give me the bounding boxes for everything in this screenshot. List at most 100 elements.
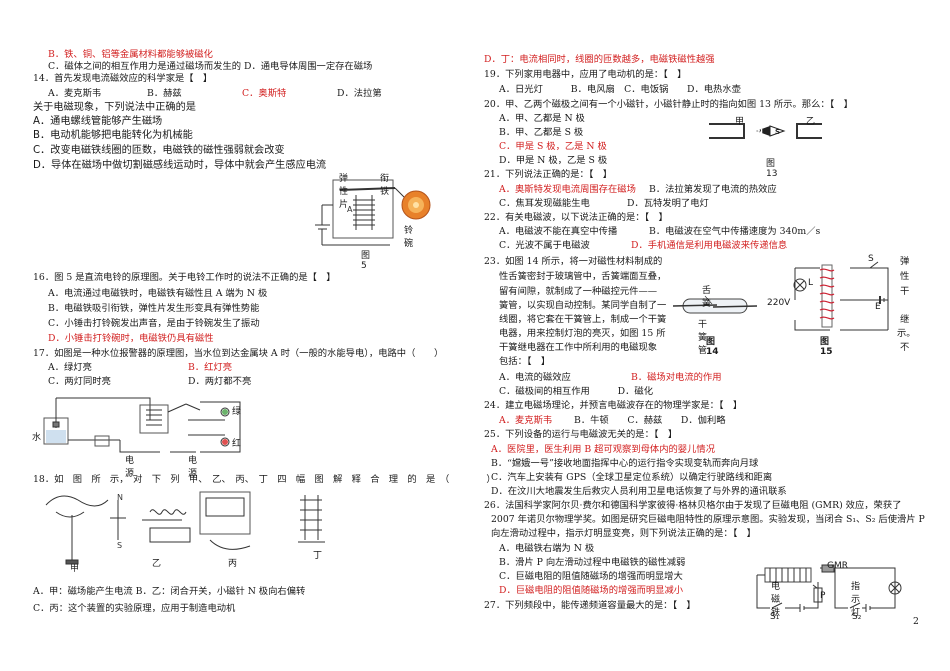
q20-option-c: C．甲是 S 极，乙是 N 极 [499, 141, 607, 152]
fig13-yi-label: 乙 [806, 117, 816, 127]
fig18-yi-label: 乙 [152, 559, 162, 569]
q18-option-ab: A．甲：磁场能产生电流 B．乙：闭合开关，小磁针 N 极向右偏转 [33, 586, 306, 597]
q14-option-c: C．奥斯特 [242, 88, 287, 99]
q15-option-b: B．电动机能够把电能转化为机械能 [33, 130, 193, 141]
q18-option-c: C．丙：这个装置的实验原理，应用于制造电动机 [33, 603, 236, 614]
fig14-tube-label: 干簧管 [698, 320, 708, 356]
q23-side3: 干 [900, 286, 910, 297]
q17-stem: 17．如图是一种水位报警器的原理图，当水位到达金属块 A 时（一般的水能导电），… [33, 348, 444, 359]
q15-option-c: C．改变电磁铁线圈的匝数，电磁铁的磁性强弱就会改变 [33, 145, 285, 156]
q21-option-a: A．奥斯特发现电流周围存在磁场 [499, 184, 636, 195]
fig26-slider-label: P [820, 591, 826, 601]
q26-option-d: D．巨磁电阻的阻值随磁场的增强而明显减小 [499, 585, 684, 596]
svg-text:N: N [757, 128, 763, 136]
q23-option-a: A．电流的磁效应 [499, 372, 571, 383]
fig15-voltage-label: 220V [767, 298, 791, 308]
q23-line4: 簧管，以实现自动控制。某同学自制了一 [499, 300, 667, 311]
q19-stem: 19．下列家用电器中，应用了电动机的是：【 】 [484, 69, 687, 80]
q17-option-b: B．红灯亮 [188, 362, 233, 373]
q22-stem: 22．有关电磁波，以下说法正确的是：【 】 [484, 212, 668, 223]
fig5-spring-label: 弹性片 [339, 174, 349, 210]
fig14-reed-label: 舌簧 [702, 286, 712, 309]
q23-side5: 示。 [897, 328, 916, 339]
q23-option-b: B．磁场对电流的作用 [631, 372, 722, 383]
q26-option-a: A．电磁铁右端为 N 极 [499, 543, 595, 554]
fig15-caption: 图 15 [820, 337, 833, 357]
q18-option-d: D．丁：电流相同时，线圈的匝数越多，电磁铁磁性越强 [484, 54, 715, 65]
q26-line2: 2007 年诺贝尔物理学奖。如图是研究巨磁电阻特性的原理示意图。实验发现，当闭合… [491, 514, 925, 525]
svg-text:S: S [117, 541, 122, 550]
q23-line7: 干簧继电器在工作中所利用的电磁现象 [499, 342, 658, 353]
fig5-iron-label: 衔铁 [380, 174, 390, 197]
fig17-red-label: 红 [232, 439, 242, 449]
fig15-battery-label: E [875, 302, 881, 312]
q26-option-b: B．滑片 P 向左滑动过程中电磁铁的磁性减弱 [499, 557, 686, 568]
q23-line1: 23．如图 14 所示，将一对磁性材料制成的 [484, 256, 663, 267]
q24-option-bcd: B．牛顿 C．赫兹 D．伽利略 [574, 415, 726, 426]
q16-stem: 16．图 5 是直流电铃的原理图。关于电铃工作时的说法不正确的是【 】 [33, 272, 336, 283]
q26-line3: 向左滑动过程中，指示灯明显变亮，则下列说法正确的是：【 】 [491, 528, 756, 539]
fig14-caption: 图 14 [706, 337, 719, 357]
page-number: 2 [913, 616, 919, 627]
q22-option-a: A．电磁波不能在真空中传播 [499, 226, 618, 237]
q22-option-d: D．手机通信是利用电磁波来传递信息 [631, 240, 788, 251]
q23-side1: 弹 [900, 256, 910, 267]
fig17-source1-label: 电源 [125, 456, 135, 479]
q21-option-cd: C．焦耳发现磁能生电 D．瓦特发明了电灯 [499, 198, 709, 209]
q23-line6: 电器，用来控制灯泡的亮灭，如图 15 所 [499, 328, 666, 339]
fig15-switch-label: S [868, 254, 874, 264]
fig15-lamp-label: L [808, 278, 814, 288]
q20-option-a: A．甲、乙都是 N 极 [499, 113, 585, 124]
q25-option-d: D．在汶川大地震发生后救灾人员利用卫星电话恢复了与外界的通讯联系 [491, 486, 787, 497]
fig13-jia-label: 甲 [735, 117, 745, 127]
q18-stem: 18．如 图 所 示， 对 下 列 甲、 乙、 丙、 丁 四 幅 图 解 释 合… [33, 474, 496, 485]
q19-options: A．日光灯 B．电风扇 C．电饭锅 D．电热水壶 [499, 84, 741, 95]
svg-text:A: A [347, 205, 353, 214]
q23-side2: 性 [900, 271, 910, 282]
fig26-magnet-label: 电磁铁 [771, 582, 781, 618]
q23-line2: 性舌簧密封于玻璃管中，舌簧端面互叠， [499, 271, 667, 282]
q23-line8: 包括：【 】 [499, 356, 551, 367]
svg-text:S: S [775, 128, 780, 136]
q25-option-c: C．汽车上安装有 GPS（全球卫星定位系统）以确定行驶路线和距离 [491, 472, 773, 483]
q23-side6: 不 [900, 342, 910, 353]
q21-option-b: B．法拉第发现了电流的热效应 [649, 184, 777, 195]
q17-option-c: C．两灯同时亮 [48, 376, 111, 387]
q17-option-d: D．两灯都不亮 [188, 376, 252, 387]
q16-option-a: A．电流通过电磁铁时，电磁铁有磁性且 A 端为 N 极 [48, 288, 268, 299]
q14-option-d: D．法拉第 [337, 88, 382, 99]
q23-line3: 留有间隙，就制成了一种磁控元件—— [499, 286, 658, 297]
q16-option-c: C．小锤击打铃碗发出声音，是由于铃碗发生了振动 [48, 318, 260, 329]
fig17-green-label: 绿 [232, 407, 242, 417]
q16-option-b: B．电磁铁吸引衔铁，弹性片发生形变具有弹性势能 [48, 303, 260, 314]
q13-option-b: B．铁、铜、铝等金属材料都能够被磁化 [48, 49, 213, 60]
q24-option-a: A．麦克斯韦 [499, 415, 553, 426]
q21-stem: 21．下列说法正确的是：【 】 [484, 169, 613, 180]
q23-option-cd: C．磁极间的相互作用 D．磁化 [499, 386, 654, 397]
q23-side4: 继 [900, 314, 910, 325]
fig18-jia-label: 甲 [70, 564, 80, 574]
fig26-s1-label: S₁ [770, 612, 780, 622]
fig13-caption: 图 13 [766, 159, 778, 179]
fig26-s2-label: S₂ [852, 612, 862, 622]
q22-option-c: C．光波不属于电磁波 [499, 240, 590, 251]
q27-stem: 27．下列频段中，能传递频道容量最大的是：【 】 [484, 600, 696, 611]
fig18-ding-label: 丁 [313, 551, 323, 561]
q20-stem: 20．甲、乙两个磁极之间有一个小磁针，小磁针静止时的指向如图 13 所示。那么：… [484, 99, 853, 110]
fig5-bowl-label: 铃碗 [404, 226, 414, 249]
q15-option-d: D．导体在磁场中做切割磁感线运动时，导体中就会产生感应电流 [33, 160, 327, 171]
q25-option-b: B．“嫦娥一号”接收地面指挥中心的运行指令实现变轨而奔向月球 [491, 458, 759, 469]
q25-option-a: A．医院里，医生利用 B 超可观察到母体内的婴儿情况 [491, 444, 715, 455]
q13-option-cd: C．磁体之间的相互作用力是通过磁场而发生的 D．通电导体周围一定存在磁场 [48, 61, 373, 72]
q23-line5: 线圈，将它套在干簧管上，制成一个干簧 [499, 314, 667, 325]
svg-text:N: N [117, 493, 123, 502]
fig5-caption: 图 5 [361, 251, 371, 271]
q15-option-a: A．通电螺线管能够产生磁场 [33, 116, 163, 127]
q14-stem: 14．首先发现电流磁效应的科学家是【 】 [33, 73, 213, 84]
